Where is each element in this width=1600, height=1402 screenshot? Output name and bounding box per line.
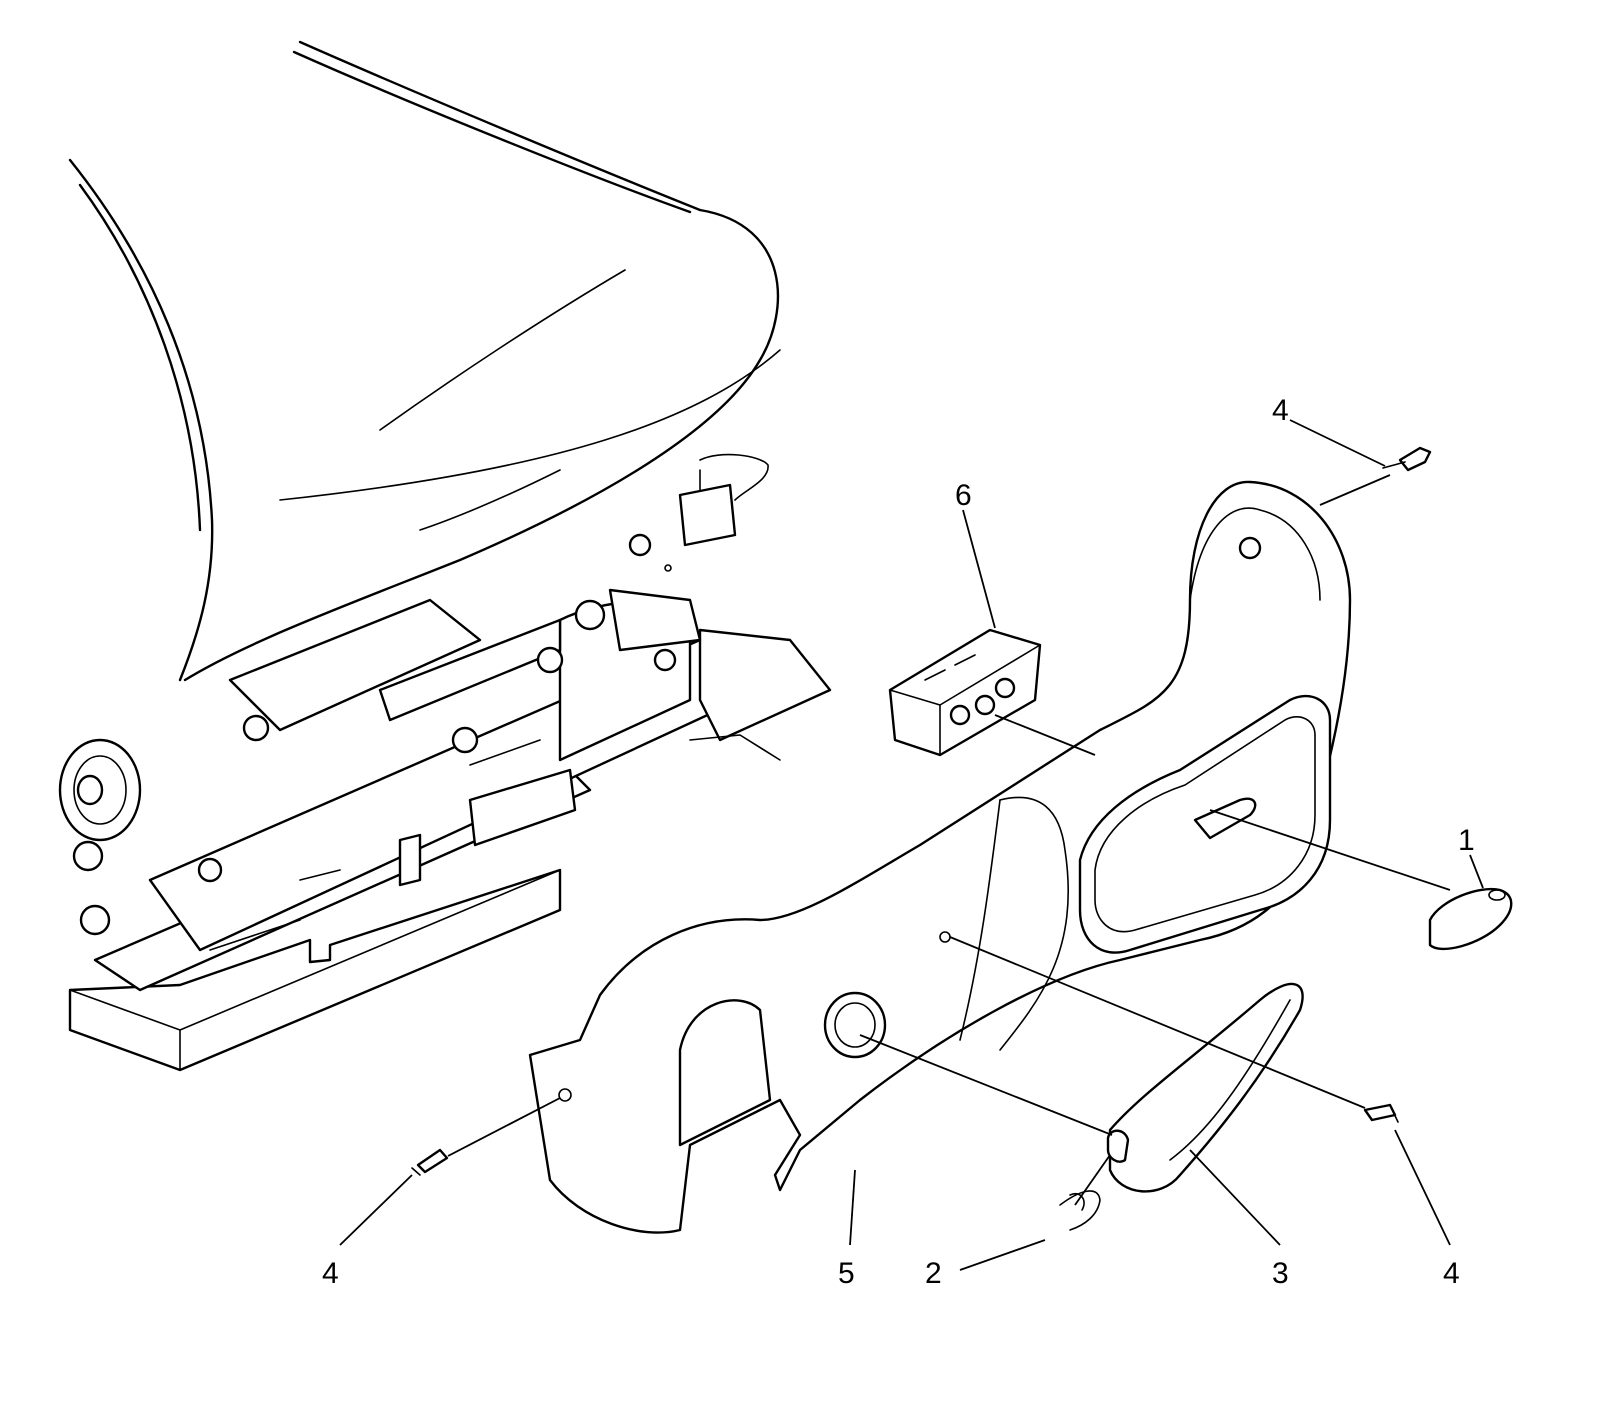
handle-cap xyxy=(1428,887,1513,951)
retainer-clip xyxy=(1059,1190,1101,1231)
callout-3: 3 xyxy=(1272,1257,1289,1290)
screw-right xyxy=(1363,1103,1399,1123)
power-seat-switch xyxy=(888,628,1042,757)
seat-adjuster-track xyxy=(58,453,832,1072)
callout-4-top: 4 xyxy=(1272,394,1289,427)
recliner-handle xyxy=(1106,982,1304,1193)
callout-5: 5 xyxy=(838,1257,855,1290)
screw-top-right xyxy=(1382,446,1432,472)
leader-lines xyxy=(339,419,1484,1271)
callout-4-left: 4 xyxy=(322,1257,339,1290)
seat-outer-side-panel xyxy=(528,480,1352,1234)
callout-4-right: 4 xyxy=(1443,1257,1460,1290)
callout-1: 1 xyxy=(1458,824,1475,857)
callout-6: 6 xyxy=(955,479,972,512)
seat-cushion xyxy=(68,40,781,682)
callout-labels: 4 6 1 4 5 2 3 4 xyxy=(322,394,1475,1290)
callout-2: 2 xyxy=(925,1257,942,1290)
screw-left xyxy=(411,1148,449,1176)
